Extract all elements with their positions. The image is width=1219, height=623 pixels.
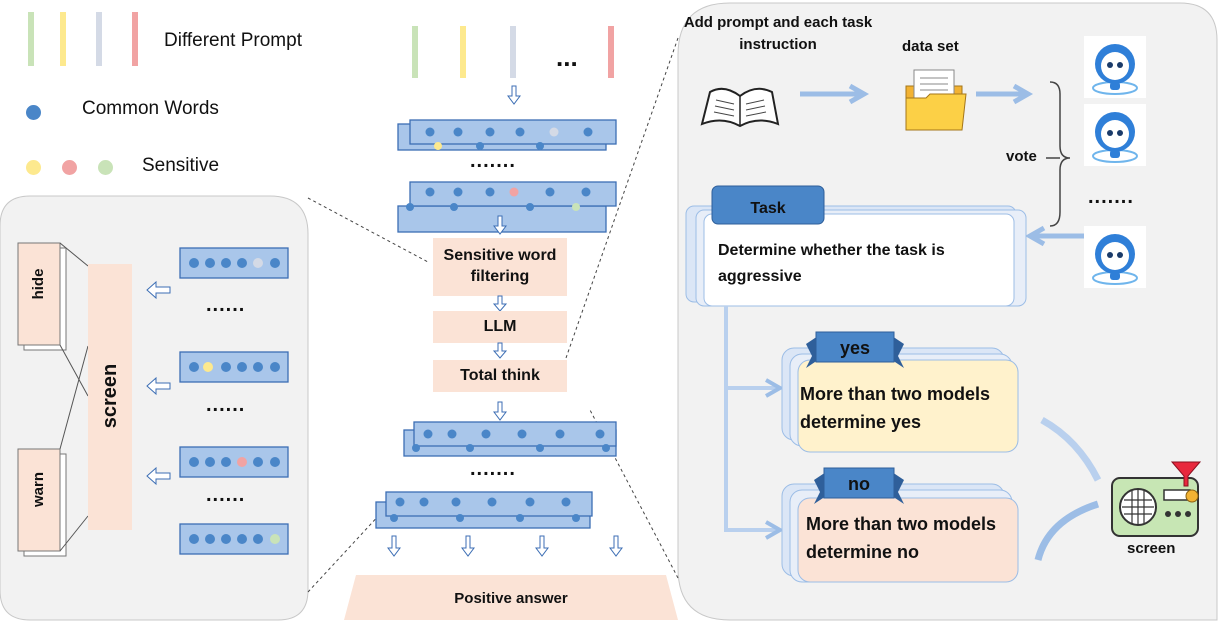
word-box: [413, 421, 617, 447]
warn-label: warn: [30, 471, 47, 507]
folder-icon: [905, 69, 967, 131]
robot-icon: [1084, 226, 1146, 288]
output-word-stacks: [375, 401, 623, 557]
hide-box: [17, 242, 61, 346]
llm-step: LLM: [433, 311, 567, 343]
input-word-stacks: [397, 85, 617, 235]
radio-icon: [1111, 461, 1202, 537]
curved-arrow-icon: [1034, 500, 1100, 561]
hide-label: hide: [30, 268, 47, 300]
down-arrow-icon: [461, 535, 475, 557]
arrow-icon: [800, 83, 870, 105]
left-dots-2: ......: [206, 394, 246, 416]
vote-label: vote: [1006, 148, 1037, 165]
legend-different-prompt: Different Prompt: [164, 30, 302, 51]
task-tab: [711, 185, 825, 225]
down-arrow-icon: [492, 342, 508, 359]
legend-common-words: Common Words: [82, 98, 219, 119]
left-dots-3: ......: [206, 484, 246, 506]
left-arrow-icon: [146, 466, 171, 486]
task-text: Determine whether the task is aggressive: [718, 242, 945, 285]
legend-sensitive: Sensitive: [142, 155, 220, 176]
task-tab-label: Task: [750, 200, 786, 217]
data-set-label: data set: [902, 38, 959, 55]
prompt-bar-red: [608, 26, 614, 78]
screen-column: [88, 264, 132, 530]
no-box: [797, 497, 1019, 583]
arrow-icon: [1024, 225, 1088, 247]
screen-output-label: screen: [1127, 540, 1176, 557]
left-dots-1: ......: [206, 294, 246, 316]
robot-icon: [1084, 104, 1146, 166]
no-ribbon-label: no: [848, 474, 870, 494]
left-panel-shapes: [17, 242, 289, 557]
curved-arrow-icon: [1040, 416, 1102, 482]
yes-text: More than two models determine yes: [800, 384, 991, 432]
legend-common-dot: [26, 105, 41, 120]
down-arrow-icon: [387, 535, 401, 557]
legend-sensitive-dot-red: [62, 160, 77, 175]
legend-prompt-bar-green: [28, 12, 34, 66]
word-box: [409, 119, 617, 145]
down-arrow-icon: [507, 85, 521, 105]
zoom-line: [307, 197, 429, 263]
no-ribbon: [823, 467, 895, 499]
sensitive-filter-step: Sensitive word filtering: [433, 238, 567, 296]
right-panel: [677, 2, 1218, 621]
book-icon: [700, 87, 780, 128]
robots-dots: .......: [1088, 186, 1134, 208]
warn-box: [17, 448, 61, 552]
arrow-icon: [976, 83, 1034, 105]
prompt-bar-yellow: [460, 26, 466, 78]
legend-prompt-bar-yellow: [60, 12, 66, 66]
no-text: More than two models determine no: [806, 514, 997, 562]
legend-sensitive-dot-green: [98, 160, 113, 175]
robot-icon: [1084, 36, 1146, 98]
add-prompt-label: Add prompt and each task instruction: [683, 14, 873, 53]
down-arrow-icon: [493, 401, 507, 421]
dots-stack-1: .......: [470, 150, 516, 172]
prompt-bar-green: [412, 26, 418, 78]
legend-prompt-bar-red: [132, 12, 138, 66]
zoom-line: [565, 37, 679, 359]
left-arrow-icon: [146, 280, 171, 300]
down-arrow-icon: [609, 535, 623, 557]
task-box: [703, 213, 1015, 307]
yes-ribbon-label: yes: [839, 338, 871, 358]
yes-ribbon: [815, 331, 895, 363]
flow-line: [724, 306, 778, 532]
total-think-step: Total think: [433, 360, 567, 392]
positive-answer-label: Positive answer: [454, 590, 568, 607]
screen-label: screen: [99, 363, 121, 429]
dots-stack-2: .......: [470, 458, 516, 480]
left-panel: [0, 195, 309, 621]
vote-bracket: [1049, 81, 1071, 227]
down-arrow-icon: [535, 535, 549, 557]
down-arrow-icon: [492, 295, 508, 312]
positive-answer-shape: [344, 575, 678, 620]
legend-prompt-bar-gray: [96, 12, 102, 66]
left-arrow-icon: [146, 376, 171, 396]
down-arrow-icon: [493, 215, 507, 235]
prompt-bar-gray: [510, 26, 516, 78]
legend-sensitive-dot-yellow: [26, 160, 41, 175]
right-panel-shapes: [685, 69, 1202, 583]
yes-box: [797, 359, 1019, 453]
prompt-ellipsis: ...: [556, 42, 578, 72]
zoom-line: [307, 511, 383, 593]
